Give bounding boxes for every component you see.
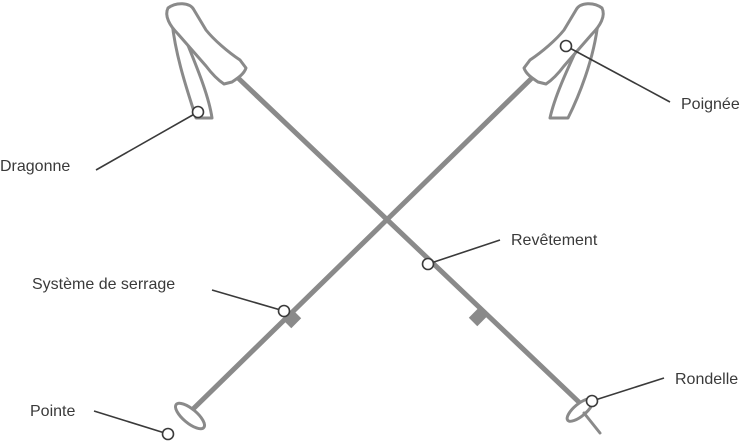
- label-pointe: Pointe: [30, 403, 75, 420]
- leader-pointe: [93, 410, 169, 435]
- pole-left-grip: [165, 2, 602, 435]
- marker-pointe: [161, 427, 175, 441]
- pole-right-clamp: [282, 309, 302, 329]
- marker-poignee: [559, 39, 573, 53]
- label-systeme-de-serrage: Système de serrage: [32, 276, 175, 293]
- marker-dragonne: [191, 105, 205, 119]
- marker-revetement: [421, 257, 435, 271]
- leader-poignee: [565, 45, 671, 103]
- marker-rondelle: [585, 394, 599, 408]
- pole-left-handle: [165, 2, 248, 86]
- callout-rondelle: Rondelle: [585, 371, 738, 408]
- pole-left-clamp: [468, 307, 488, 327]
- leader-rondelle: [591, 377, 665, 402]
- label-rondelle: Rondelle: [675, 371, 738, 388]
- leader-systeme-de-serrage: [211, 289, 285, 312]
- pole-left-tip: [582, 411, 602, 435]
- callout-revetement: Revêtement: [421, 232, 598, 271]
- callout-poignee: Poignée: [559, 39, 740, 113]
- label-revetement: Revêtement: [511, 232, 598, 249]
- marker-systeme-de-serrage: [277, 304, 291, 318]
- pole-left-strap: [170, 18, 214, 120]
- leader-dragonne: [95, 111, 199, 171]
- leader-revetement: [427, 239, 501, 265]
- pole-right-shaft: [187, 73, 537, 415]
- pole-right-basket: [173, 401, 207, 431]
- callout-dragonne: Dragonne: [0, 105, 205, 175]
- callout-systeme-de-serrage: Système de serrage: [32, 276, 291, 318]
- label-dragonne: Dragonne: [0, 158, 70, 175]
- pole-left-shaft: [233, 73, 585, 408]
- label-poignee: Poignée: [681, 96, 740, 113]
- callout-pointe: Pointe: [30, 403, 175, 441]
